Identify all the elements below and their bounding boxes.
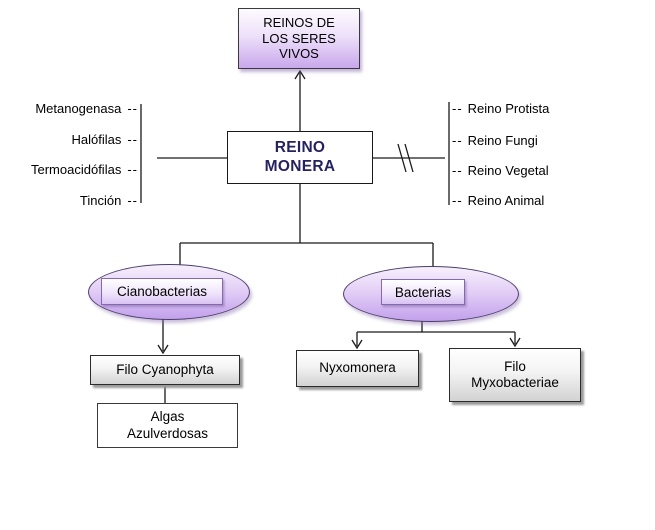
dash-connector: --: [452, 163, 463, 178]
break-mark-icon: [404, 143, 414, 173]
root-branch-lines: [179, 184, 434, 268]
node-filo-myxobacteriae: Filo Myxobacteriae: [449, 348, 581, 402]
right-kingdom-label: Reino Protista: [467, 101, 550, 116]
left-term-termoacidofilas: Termoacidófilas --: [31, 161, 138, 178]
node-reinos-de-los-seres-vivos: REINOS DE LOS SERES VIVOS: [238, 8, 360, 69]
right-kingdom-label: Reino Fungi: [467, 133, 538, 148]
dash-connector: --: [127, 101, 138, 116]
dash-connector: --: [452, 101, 463, 116]
break-mark-icon: [397, 143, 407, 173]
dash-connector: --: [452, 193, 463, 208]
dash-connector: --: [127, 162, 138, 177]
node-nyxomonera: Nyxomonera: [296, 350, 419, 387]
right-kingdom-vegetal: -- Reino Vegetal: [452, 162, 549, 179]
node-bacterias: Bacterias: [381, 279, 465, 305]
arrowhead-up-icon: [294, 69, 306, 80]
left-term-tincion: Tinción --: [80, 192, 138, 209]
left-bracket-line: [140, 104, 227, 203]
right-bracket-line: [373, 102, 450, 205]
right-kingdom-fungi: -- Reino Fungi: [452, 132, 538, 149]
dash-connector: --: [452, 133, 463, 148]
left-term-halofilas: Halófilas --: [71, 131, 138, 148]
node-cianobacterias: Cianobacterias: [101, 278, 223, 305]
arrowhead-down-icon: [157, 344, 169, 355]
node-reino-monera: REINO MONERA: [227, 131, 373, 184]
node-algas-azulverdosas: Algas Azulverdosas: [97, 403, 238, 448]
arrowhead-down-icon: [509, 337, 521, 348]
right-kingdom-animal: -- Reino Animal: [452, 192, 544, 209]
bacterias-branch-lines: [351, 320, 521, 350]
left-term-label: Termoacidófilas: [31, 162, 122, 177]
arrow-root-to-title: [294, 69, 306, 131]
dash-connector: --: [127, 132, 138, 147]
right-kingdom-label: Reino Vegetal: [467, 163, 549, 178]
left-term-metanogenasa: Metanogenasa --: [35, 100, 138, 117]
dash-connector: --: [127, 193, 138, 208]
right-kingdom-label: Reino Animal: [467, 193, 545, 208]
arrow-cianobacterias-to-filo: [157, 318, 169, 355]
node-filo-cyanophyta: Filo Cyanophyta: [90, 355, 240, 385]
left-term-label: Halófilas: [71, 132, 122, 147]
left-term-label: Metanogenasa: [35, 101, 122, 116]
right-kingdom-protista: -- Reino Protista: [452, 100, 549, 117]
left-term-label: Tinción: [79, 193, 122, 208]
arrowhead-down-icon: [351, 339, 363, 350]
